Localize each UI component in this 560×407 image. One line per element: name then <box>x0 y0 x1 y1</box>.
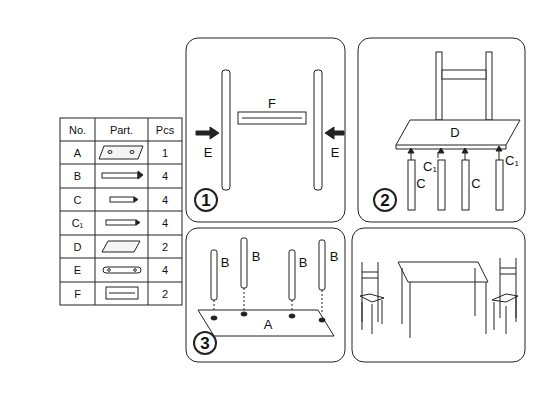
step-number: 3 <box>200 335 209 352</box>
part-label: B <box>221 256 230 269</box>
part-count: 2 <box>162 288 168 299</box>
step-number: 2 <box>380 192 389 209</box>
part-label: B <box>252 250 261 263</box>
part-label: C₁ <box>423 160 437 173</box>
part-label: C <box>416 177 425 190</box>
part-letter: C <box>74 194 82 205</box>
part-count: 4 <box>162 171 168 182</box>
part-label: E <box>204 146 213 159</box>
part-count: 4 <box>162 194 168 205</box>
part-letter: A <box>74 147 81 158</box>
table-header: Pcs <box>156 124 174 135</box>
part-count: 4 <box>162 218 168 229</box>
part-letter: F <box>74 288 81 299</box>
part-letter: D <box>74 241 82 252</box>
step-number: 1 <box>201 192 210 209</box>
part-letter: B <box>74 171 81 182</box>
part-label: F <box>268 97 276 110</box>
part-label: B <box>299 256 308 269</box>
part-label: D <box>450 126 459 139</box>
table-header: Part. <box>110 124 133 135</box>
part-label: B <box>330 250 339 263</box>
table-header: No. <box>69 124 86 135</box>
part-label: C₁ <box>505 154 519 167</box>
part-count: 2 <box>162 241 168 252</box>
part-label: A <box>264 318 273 331</box>
part-label: E <box>331 146 340 159</box>
part-label: C <box>471 177 480 190</box>
part-count: 1 <box>162 147 168 158</box>
part-letter: E <box>74 265 81 276</box>
part-letter: C₁ <box>72 218 84 229</box>
part-count: 4 <box>162 265 168 276</box>
